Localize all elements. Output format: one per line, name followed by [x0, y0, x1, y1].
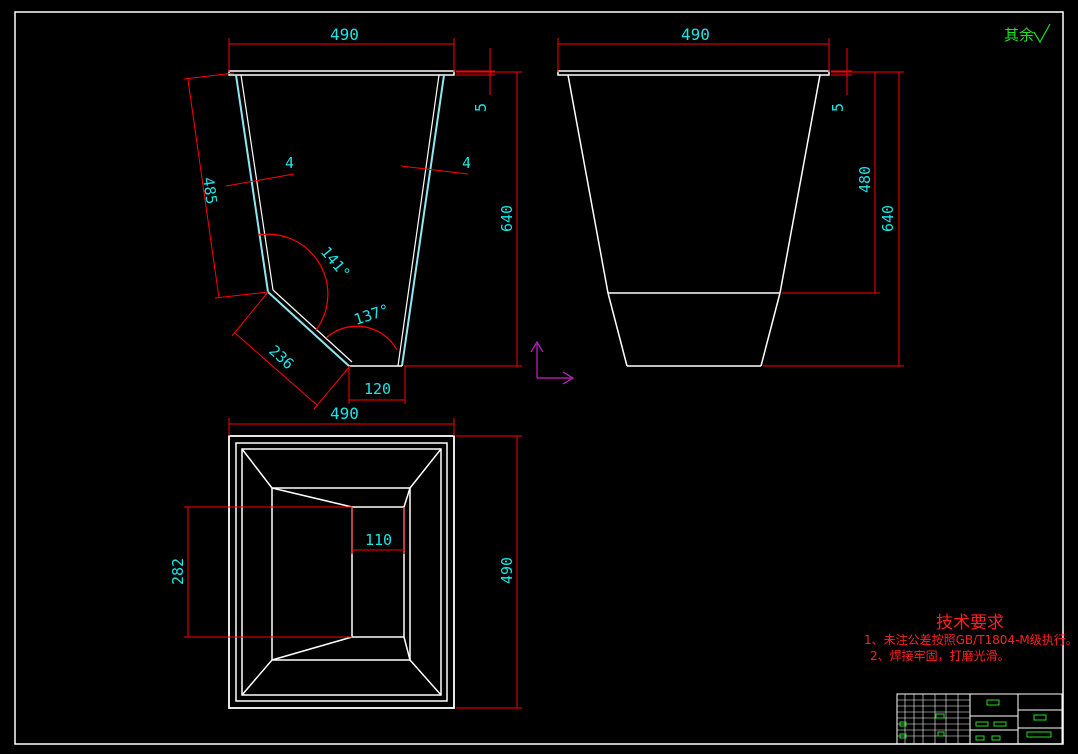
plan-dim-opening-label: 110 [365, 531, 392, 549]
side-right-wall-upper [779, 74, 821, 294]
front-angle-upper-label: 141° [317, 243, 354, 282]
front-dim-chute [231, 291, 351, 410]
side-dim-top-width [557, 38, 830, 72]
plan-dim-height [456, 435, 522, 709]
plan-lower-outline [241, 448, 442, 696]
notes-title: 技术要求 [936, 613, 1004, 633]
plan-dim-opening [351, 507, 405, 554]
front-dim-wall-right-line [400, 165, 469, 175]
front-dim-wall-left-line [225, 173, 295, 187]
plan-bottom-opening [351, 506, 405, 638]
front-top-rim [228, 70, 455, 76]
front-dim-top-width [228, 38, 455, 72]
roughness-label: 其余 [1004, 26, 1034, 44]
front-angle-lower-label: 137° [352, 301, 392, 329]
front-dim-wall-left-label: 4 [285, 154, 294, 172]
plan-dim-inner-height [184, 506, 352, 638]
front-dim-height-label: 640 [498, 205, 516, 232]
front-dim-slant [183, 72, 269, 299]
title-block [896, 693, 1063, 745]
side-left-wall-upper [567, 74, 609, 294]
side-dim-top-width-label: 490 [681, 25, 710, 44]
front-dim-rim-label: 5 [472, 103, 490, 112]
side-right-wall-lower [760, 292, 781, 367]
plan-dim-height-label: 490 [498, 557, 516, 584]
side-top-rim [557, 70, 830, 76]
front-angle-lower-arc [325, 325, 398, 351]
plan-mid-outline [271, 487, 411, 661]
front-left-wall-inner [240, 74, 274, 291]
front-angle-upper-arc [257, 233, 329, 331]
front-view: 490 5 640 4 4 485 141° [183, 25, 522, 410]
title-block-marks [899, 699, 1052, 741]
drawing-border [14, 11, 1064, 745]
side-left-wall-lower [607, 292, 628, 367]
front-dim-bottom [348, 366, 406, 404]
title-block-grid [897, 694, 970, 744]
plan-dim-width [228, 418, 455, 436]
plan-chute-edges [271, 487, 411, 661]
side-dim-rim-label: 5 [829, 103, 847, 112]
side-view: 490 5 480 640 [557, 25, 904, 367]
plan-outer-rim [228, 435, 455, 709]
front-right-wall-inner [397, 74, 440, 367]
plan-dim-width-label: 490 [330, 404, 359, 423]
notes-line-2: 2、焊接牢固，打磨光滑。 [870, 648, 1010, 663]
notes-line-1: 1、未注公差按照GB/T1804-M级执行。 [864, 632, 1078, 647]
ucs-axis-icon [530, 340, 575, 385]
front-dim-top-width-label: 490 [330, 25, 359, 44]
front-dim-wall-right-label: 4 [462, 154, 471, 172]
front-left-wall-outer [235, 74, 269, 293]
front-dim-height [404, 71, 522, 367]
technical-requirements: 技术要求 1、未注公差按照GB/T1804-M级执行。 2、焊接牢固，打磨光滑。 [864, 613, 1078, 663]
plan-dim-inner-height-label: 282 [169, 558, 187, 585]
front-dim-chute-label: 236 [265, 342, 297, 374]
plan-view: 490 490 282 110 [169, 404, 522, 709]
front-chute-wall-inner [272, 289, 353, 363]
roughness-symbol-icon [1033, 23, 1051, 44]
front-dim-slant-label: 485 [199, 176, 221, 205]
side-dim-height [763, 71, 904, 367]
surface-roughness-note: 其余 [1004, 23, 1051, 44]
front-right-wall-outer [401, 74, 445, 367]
side-dim-height-label: 640 [879, 205, 897, 232]
side-dim-upper-height-label: 480 [856, 166, 874, 193]
front-dim-bottom-label: 120 [364, 380, 391, 398]
front-chute-wall-outer [267, 291, 350, 367]
plan-inner-rim [235, 442, 448, 702]
plan-corner-edges [241, 448, 442, 696]
